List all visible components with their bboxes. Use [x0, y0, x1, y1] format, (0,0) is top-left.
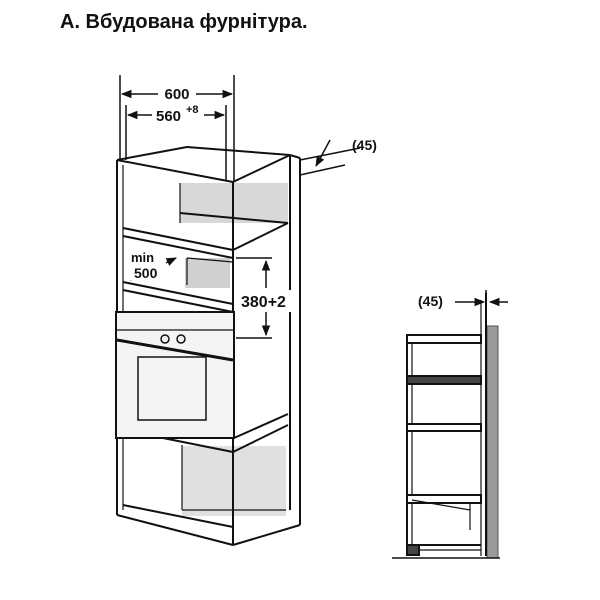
opening-height-dimension [236, 257, 272, 339]
min-label: min [131, 250, 154, 265]
depth-gap-label: (45) [352, 137, 377, 153]
depth-gap-dimension [299, 139, 361, 176]
min-value-label: 500 [134, 265, 158, 281]
width-inner-tolerance: +8 [186, 104, 199, 116]
oven-knob-right [176, 334, 186, 344]
oven-knob-left [160, 334, 170, 344]
width-inner-label: 560 [156, 108, 181, 125]
width-dimensions [119, 75, 235, 182]
side-gap-label: (45) [418, 293, 443, 309]
side-section-view [392, 293, 500, 559]
side-gap-dimension [455, 290, 508, 307]
opening-height-label: 380+2 [241, 294, 286, 311]
page-title: А. Вбудована фурнітура. [60, 11, 308, 33]
width-outer-label: 600 [164, 86, 189, 103]
built-in-oven [115, 311, 289, 439]
